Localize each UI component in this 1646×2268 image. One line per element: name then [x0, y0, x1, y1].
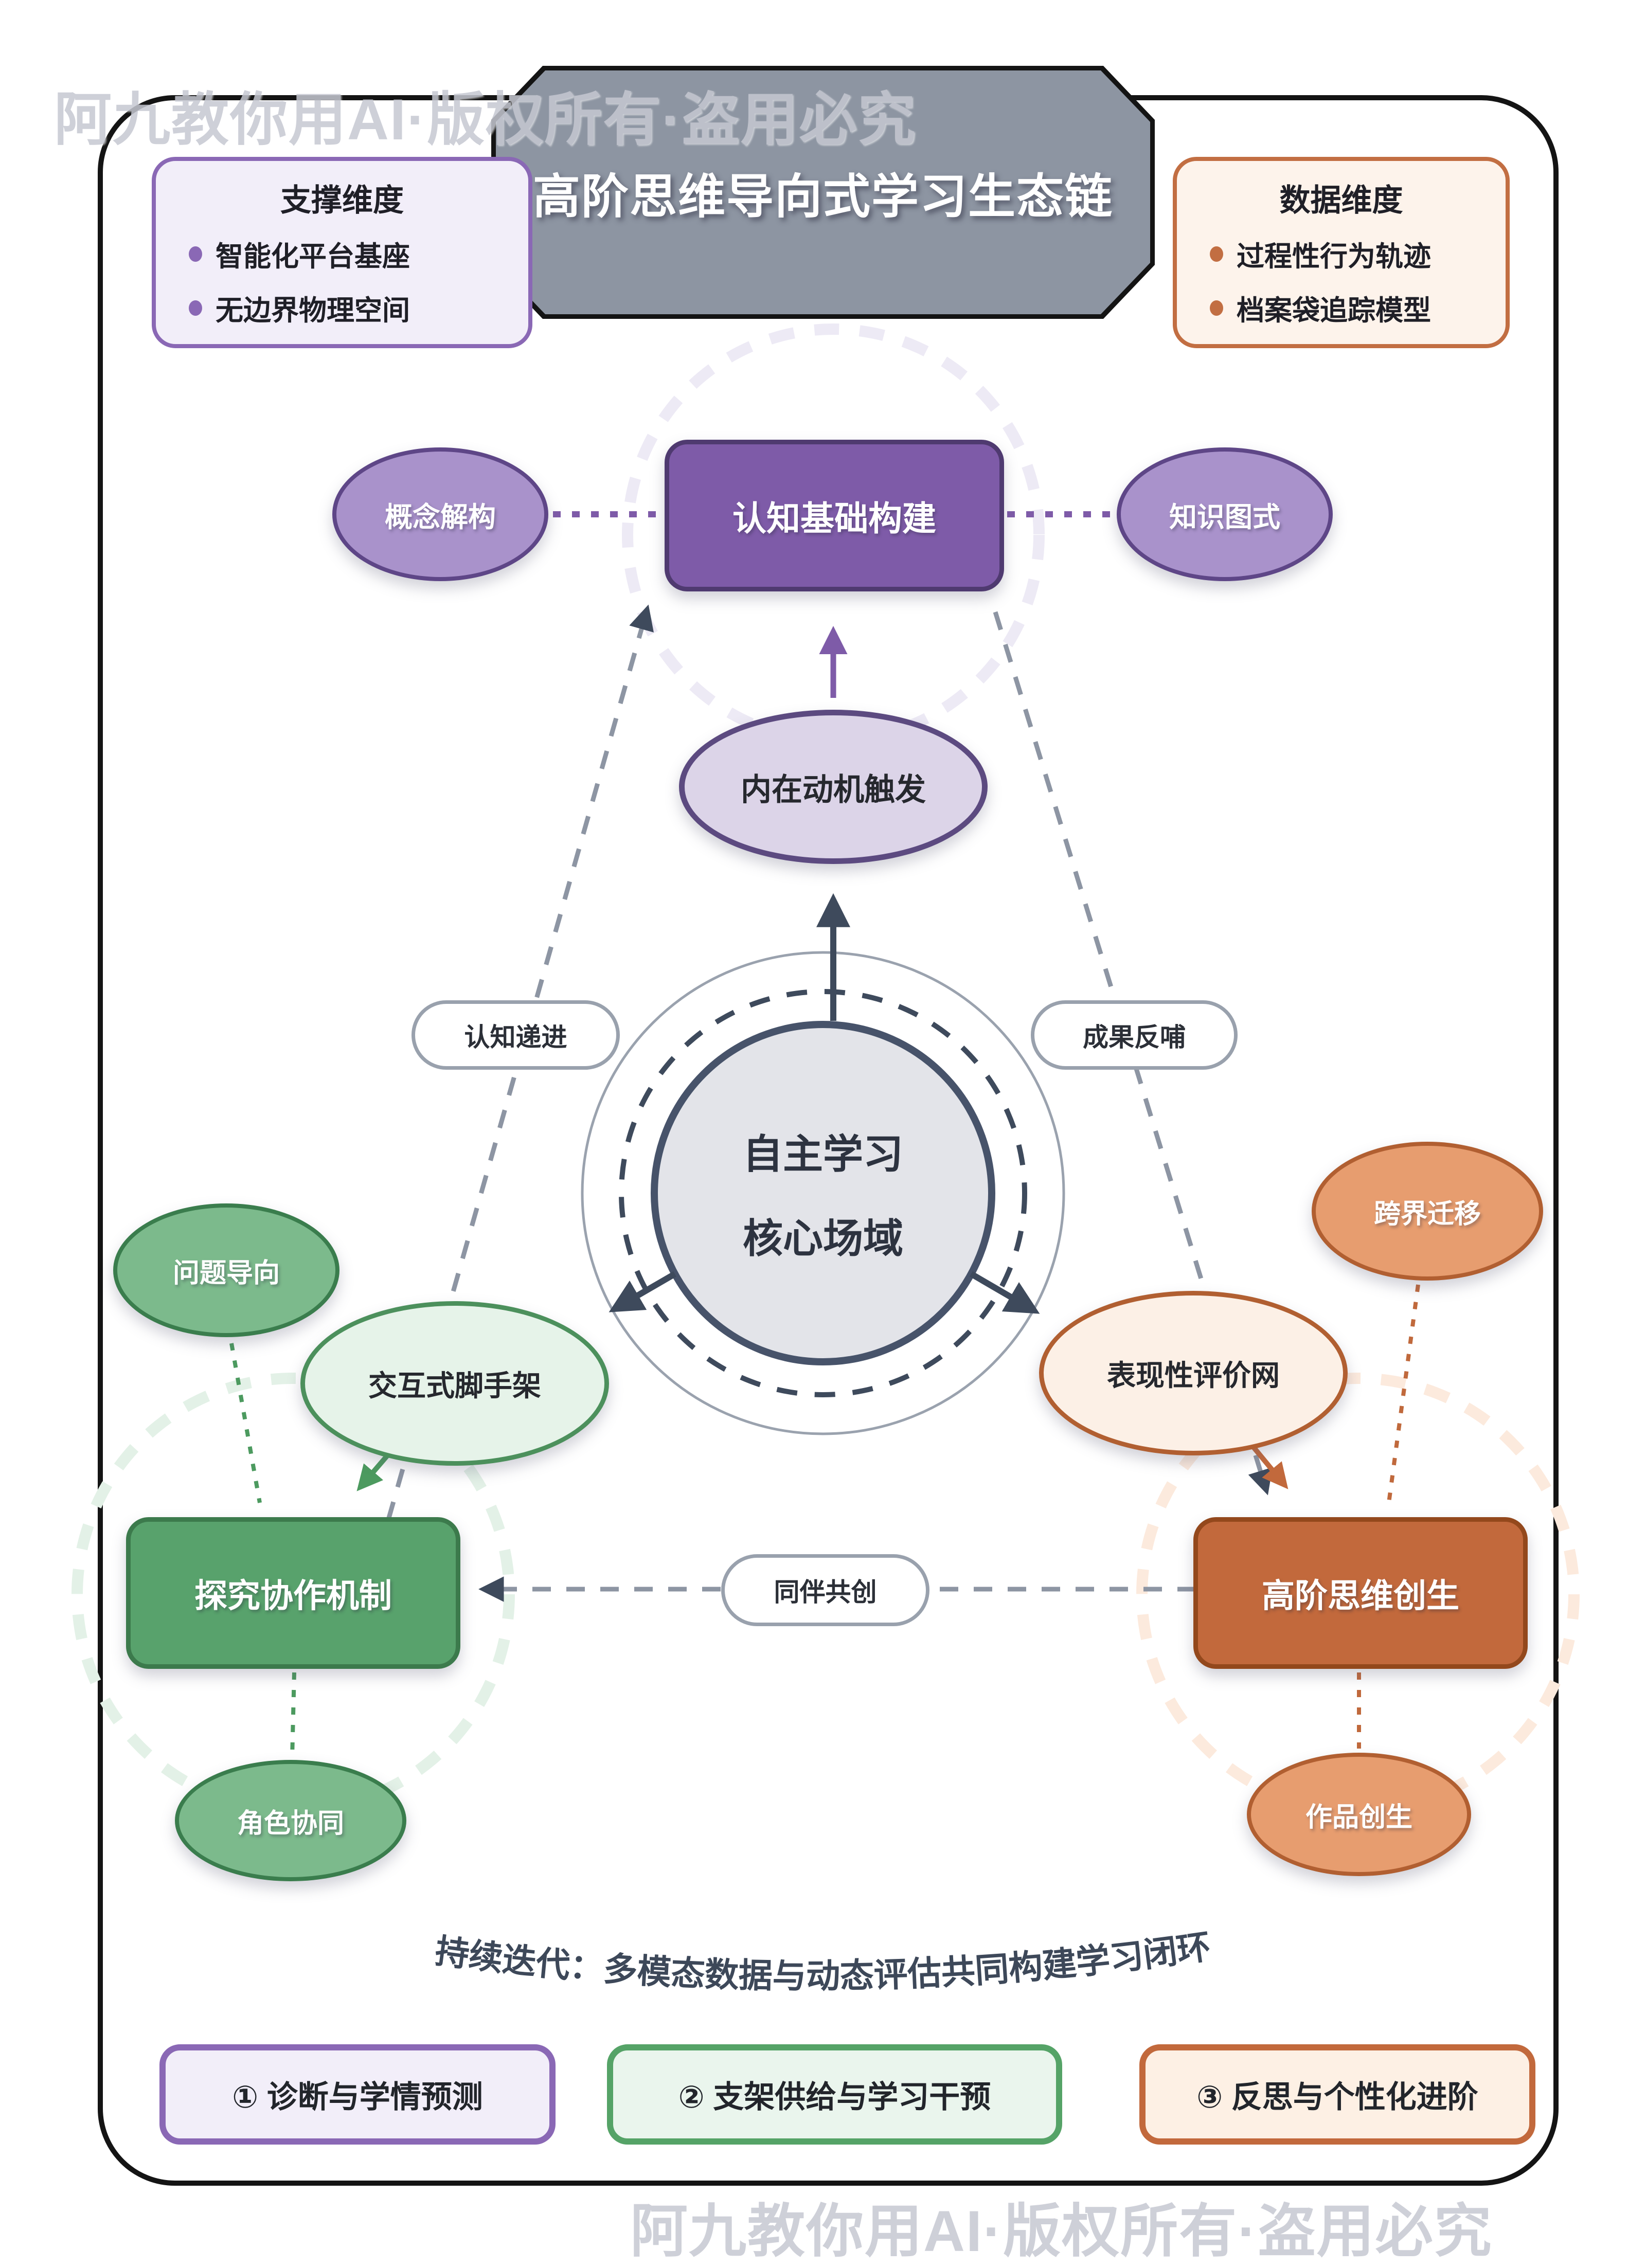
node-cognition: 认知基础构建 [665, 440, 1004, 591]
node-core: 自主学习 核心场域 [653, 1039, 993, 1347]
data-item-label: 档案袋追踪模型 [1237, 295, 1431, 326]
data-dimension-title: 数据维度 [1279, 183, 1403, 218]
data-item-label: 过程性行为轨迹 [1237, 241, 1431, 272]
support-item-row: 无边界物理空间 [189, 287, 528, 328]
data-dimension-box: 数据维度 过程性行为轨迹 档案袋追踪模型 [1173, 157, 1510, 348]
arrow-lower-left-icon [609, 1271, 677, 1312]
link-problem [229, 1343, 262, 1503]
watermark-top: 阿九教你用AI·版权所有·盗用必究 [54, 87, 917, 152]
support-item-label: 无边界物理空间 [216, 295, 410, 326]
title-banner-inner: 高阶思维导向式学习生态链 [496, 70, 1150, 314]
data-item-row: 档案袋追踪模型 [1210, 287, 1506, 328]
step-scaffolding: ② 支架供给与学习干预 [607, 2044, 1062, 2145]
step-diagnosis: ① 诊断与学情预测 [159, 2044, 556, 2145]
edge-label-feedback: 成果反哺 [1031, 1000, 1238, 1070]
node-schema: 知识图式 [1117, 447, 1333, 581]
node-problem: 问题导向 [113, 1203, 339, 1337]
step-reflection: ③ 反思与个性化进阶 [1139, 2044, 1535, 2145]
core-outer-ring [581, 951, 1065, 1435]
support-item-label: 智能化平台基座 [216, 241, 410, 272]
watermark-bottom: 阿九教你用AI·版权所有·盗用必究 [630, 2199, 1493, 2263]
node-scaffold: 交互式脚手架 [300, 1301, 609, 1466]
node-evaluation: 表现性评价网 [1039, 1291, 1348, 1455]
core-line1: 自主学习 [742, 1131, 903, 1177]
node-motivation: 内在动机触发 [679, 710, 988, 864]
data-item-row: 过程性行为轨迹 [1210, 233, 1506, 274]
node-role: 角色协同 [175, 1760, 406, 1881]
node-transfer: 跨界迁移 [1312, 1142, 1543, 1281]
footer-iteration-text: 持续迭代：多模态数据与动态评估共同构建学习闭环 [433, 1927, 1213, 1995]
bullet-dot-icon [1210, 300, 1223, 316]
core-dashed-ring [619, 989, 1027, 1397]
core-line2: 核心场域 [742, 1216, 903, 1261]
link-transfer [1387, 1284, 1420, 1503]
support-item-row: 智能化平台基座 [189, 233, 528, 274]
arrow-evaluation-icon [1249, 1442, 1289, 1489]
node-artifact: 作品创生 [1247, 1753, 1471, 1876]
edge-label-progression: 认知递进 [412, 1000, 620, 1070]
support-dimension-box: 支撑维度 智能化平台基座 无边界物理空间 [152, 157, 532, 348]
bullet-dot-icon [1210, 246, 1223, 262]
bullet-dot-icon [189, 300, 202, 316]
link-role [290, 1672, 296, 1758]
core-circle [651, 1021, 995, 1365]
arrow-scaffold-icon [356, 1452, 390, 1491]
page-title: 高阶思维导向式学习生态链 [532, 170, 1113, 223]
edge-label-peer: 同伴共创 [721, 1554, 929, 1626]
footer-iteration-textpath: 持续迭代：多模态数据与动态评估共同构建学习闭环 [433, 1927, 1213, 1995]
node-concept: 概念解构 [332, 447, 548, 581]
arrow-lower-right-icon [969, 1271, 1040, 1314]
edge-progression-line [386, 604, 654, 1521]
node-creation: 高阶思维创生 [1193, 1517, 1528, 1669]
node-inquiry: 探究协作机制 [126, 1517, 460, 1669]
support-dimension-title: 支撑维度 [280, 183, 404, 218]
bullet-dot-icon [189, 246, 202, 262]
title-banner: 高阶思维导向式学习生态链 [491, 66, 1155, 319]
